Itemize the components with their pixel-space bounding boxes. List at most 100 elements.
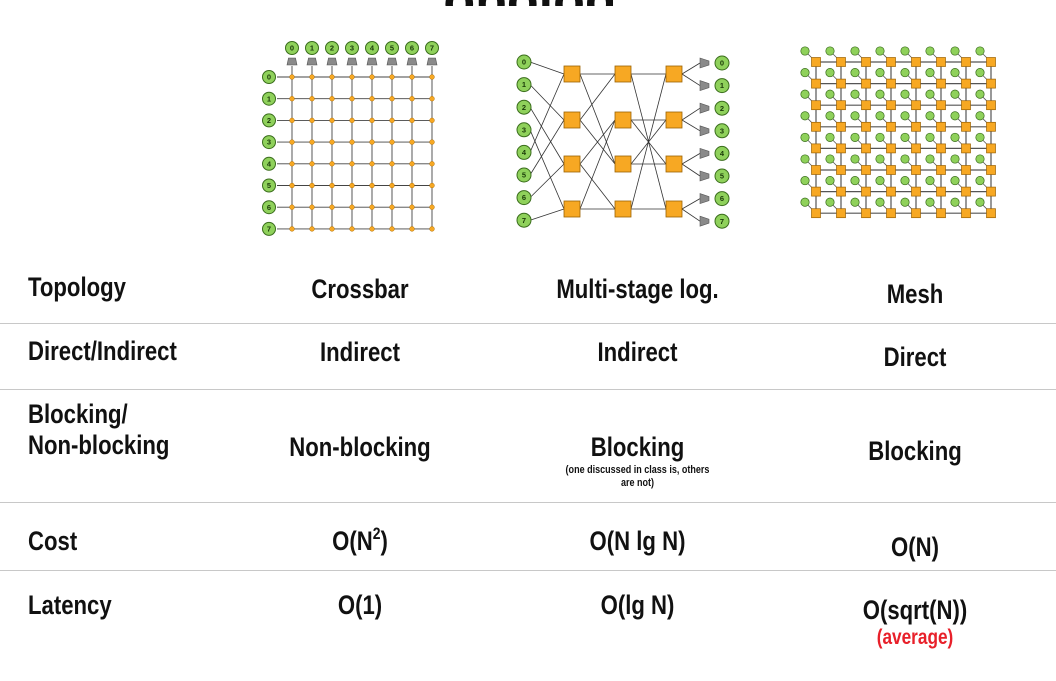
crossbar-input-node-label: 2 xyxy=(267,116,271,125)
crossbar-output-node xyxy=(305,41,319,55)
mesh-router xyxy=(886,121,896,132)
mesh-router xyxy=(961,186,971,197)
mesh-direct: Direct xyxy=(883,342,947,372)
mesh-node xyxy=(900,154,910,164)
crossbar-output-node-label: 3 xyxy=(350,44,354,53)
multistage-input-wire xyxy=(529,208,565,221)
crossbar-switch-point xyxy=(389,117,395,124)
multistage-input-node xyxy=(516,190,532,206)
mesh-node xyxy=(850,68,860,78)
crossbar-input-node-label: 7 xyxy=(267,225,271,234)
multistage-stage-wire xyxy=(579,73,616,165)
mesh-node xyxy=(850,176,860,186)
mesh-router xyxy=(986,186,996,197)
mesh-router xyxy=(911,186,921,197)
crossbar-switch-point xyxy=(409,204,415,210)
crossbar-output-node xyxy=(425,41,439,55)
crossbar-switch-point xyxy=(429,139,435,145)
mesh-node xyxy=(850,89,860,99)
multistage-output-node xyxy=(714,55,730,71)
mesh-node xyxy=(925,68,935,78)
mesh-node xyxy=(875,197,885,207)
mesh-node xyxy=(975,111,985,121)
mesh-node xyxy=(900,176,910,186)
crossbar-output-node xyxy=(345,41,359,55)
multistage-input-node xyxy=(516,167,532,183)
crossbar-switch-point xyxy=(369,139,375,145)
multistage-stage-wire xyxy=(579,163,616,210)
multistage-output-buffer xyxy=(699,170,710,182)
mesh-node xyxy=(900,111,910,121)
mesh-router xyxy=(936,143,946,154)
multistage-output-node xyxy=(714,213,730,229)
crossbar-output-node-label: 7 xyxy=(430,44,434,53)
multistage-input-node-label: 7 xyxy=(522,216,526,225)
mesh-router xyxy=(961,57,971,67)
mesh-router xyxy=(836,78,846,89)
multistage-stage-wire xyxy=(579,119,616,165)
crossbar-output-buffer xyxy=(346,57,358,66)
crossbar-direct: Indirect xyxy=(320,337,400,367)
mesh-node xyxy=(825,111,835,121)
mesh-cost: O(N) xyxy=(891,532,939,562)
multistage-output-node-label: 7 xyxy=(720,217,724,226)
multistage-input-node-label: 2 xyxy=(522,103,526,112)
mesh-node xyxy=(800,154,810,164)
crossbar-switch-point xyxy=(289,117,295,124)
row-label-cost: Cost xyxy=(28,526,78,556)
multistage-output-node xyxy=(714,123,730,139)
mesh-router xyxy=(911,208,921,219)
multistage-blocking: Blocking xyxy=(590,432,685,462)
multistage-switch xyxy=(614,155,632,173)
mesh-node xyxy=(975,46,985,56)
crossbar-switch-point xyxy=(329,182,335,189)
mesh-node xyxy=(825,176,835,186)
multistage-output-wire xyxy=(681,107,701,121)
crossbar-switch-point xyxy=(289,204,295,210)
multistage-output-buffer xyxy=(699,125,710,137)
crossbar-output-buffer xyxy=(426,57,438,66)
multistage-switch xyxy=(563,155,581,173)
mesh-router xyxy=(811,57,821,67)
multistage-switch xyxy=(563,200,581,218)
multistage-latency: O(lg N) xyxy=(600,590,675,620)
crossbar-switch-point xyxy=(389,204,395,210)
crossbar-topology: Crossbar xyxy=(311,274,409,304)
multistage-stage-wire xyxy=(579,73,616,121)
mesh-router xyxy=(836,57,846,67)
mesh-router xyxy=(986,165,996,175)
multistage-output-buffer xyxy=(699,193,710,205)
multistage-output-wire xyxy=(681,198,701,210)
multistage-input-node-label: 5 xyxy=(522,171,526,180)
multistage-output-wire xyxy=(681,73,701,86)
multistage-switch xyxy=(614,200,632,218)
mesh-router xyxy=(911,165,921,175)
mesh-router xyxy=(986,143,996,154)
multistage-input-node xyxy=(516,99,532,115)
mesh-router xyxy=(961,143,971,154)
mesh-router xyxy=(861,208,871,219)
mesh-router xyxy=(836,208,846,219)
crossbar-output-node-label: 6 xyxy=(410,44,414,53)
crossbar-input-node xyxy=(262,135,276,150)
crossbar-output-buffer xyxy=(406,57,418,66)
crossbar-switch-point xyxy=(369,226,375,232)
mesh-node xyxy=(800,46,810,56)
row-divider xyxy=(0,570,1056,571)
mesh-router xyxy=(986,100,996,111)
mesh-router xyxy=(836,121,846,132)
multistage-output-node-label: 4 xyxy=(720,149,725,158)
multistage-input-node-label: 6 xyxy=(522,193,526,202)
crossbar-switch-point xyxy=(309,96,315,102)
multistage-switch xyxy=(665,155,683,173)
crossbar-blocking: Non-blocking xyxy=(289,432,431,462)
mesh-node xyxy=(925,111,935,121)
mesh-router xyxy=(811,78,821,89)
mesh-node xyxy=(850,154,860,164)
mesh-topology: Mesh xyxy=(886,279,944,309)
crossbar-switch-point xyxy=(429,204,435,210)
multistage-input-wire xyxy=(529,73,565,153)
crossbar-switch-point xyxy=(309,74,315,80)
crossbar-switch-point xyxy=(409,161,415,167)
